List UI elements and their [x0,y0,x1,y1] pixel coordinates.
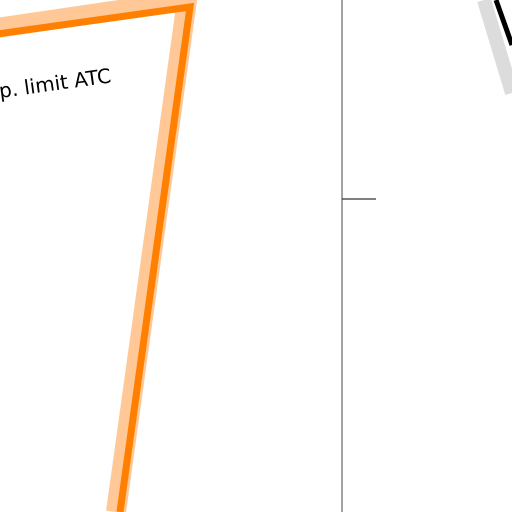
road-halo [477,0,512,96]
road-line [493,0,512,46]
airspace-zone-border-halo [0,0,198,512]
airspace-zone-border [0,2,195,512]
airspace-zone-label: p. limit ATC [0,63,113,102]
